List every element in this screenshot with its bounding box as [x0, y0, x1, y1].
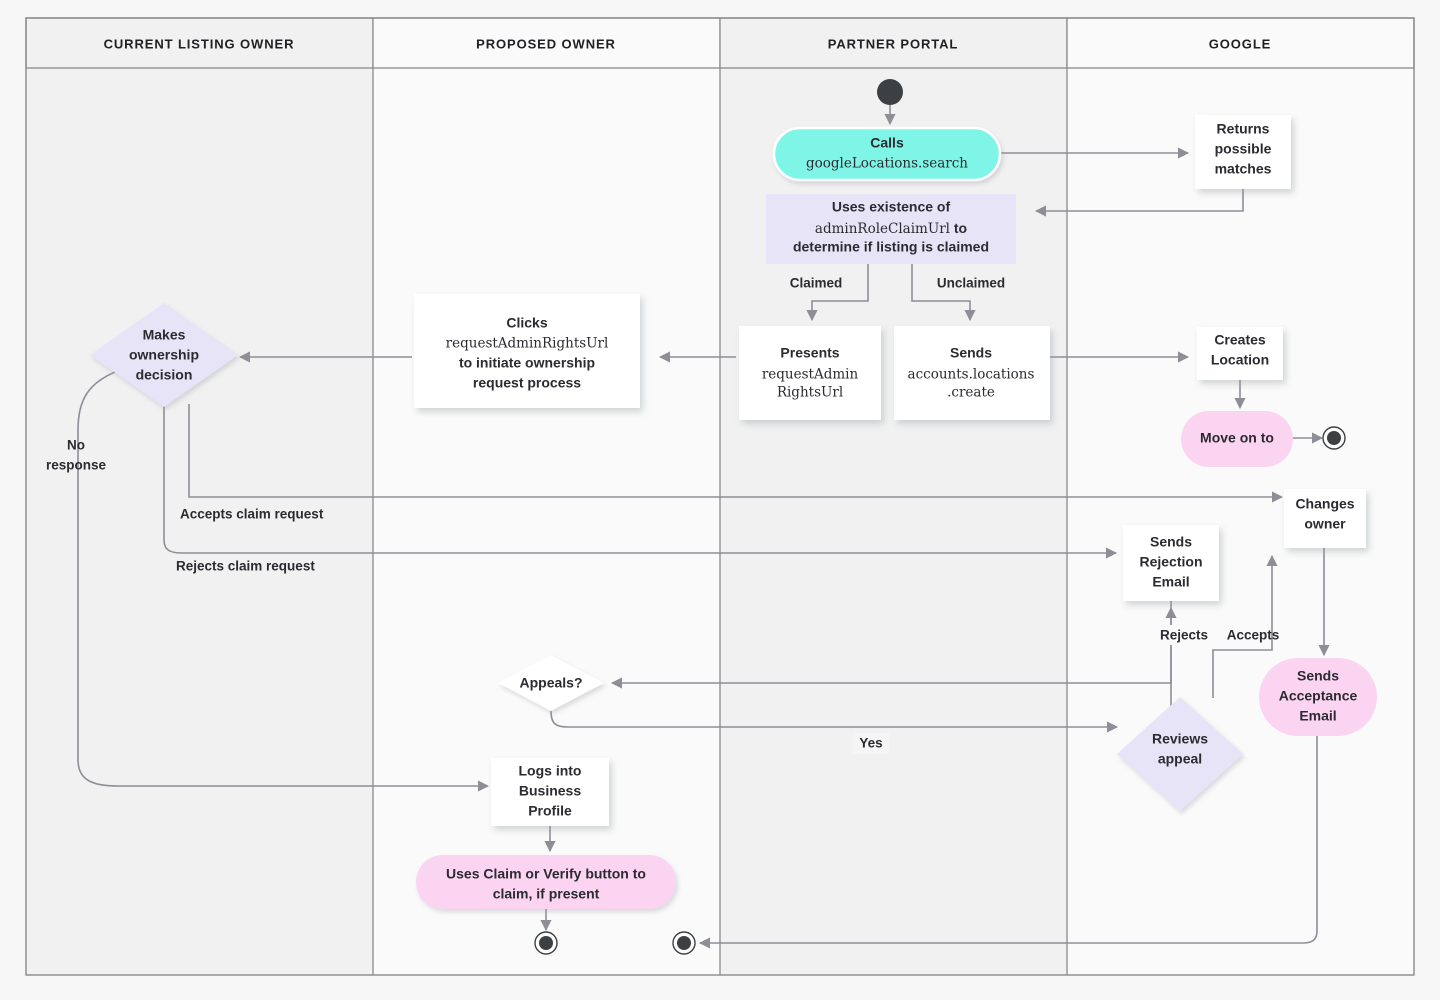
node-appeals[interactable]: Appeals? [498, 655, 604, 711]
node-sends-acceptance-line3: Email [1299, 708, 1336, 724]
node-logs-into-line3: Profile [528, 803, 572, 819]
edge-no-response-to-logs-into-business-profile [77, 369, 490, 792]
node-makes-decision-line3: decision [136, 367, 193, 383]
node-uses-existence-of-admin-role-claim-url[interactable]: Uses existence of adminRoleClaimUrl to d… [766, 194, 1016, 264]
edge-appeals-yes-to-reviews-appeal [550, 710, 1119, 733]
edge-returns-to-uses-existence [1034, 188, 1244, 217]
node-changes-owner[interactable]: Changes owner [1284, 489, 1366, 548]
node-move-on-to[interactable]: Move on to [1181, 411, 1293, 467]
node-clicks-line4: request process [473, 375, 581, 391]
node-calls-line2: googleLocations.search [806, 156, 968, 172]
node-reviews-appeal-line2: appeal [1158, 751, 1202, 767]
lane-label-proposed-owner: PROPOSED OWNER [476, 36, 616, 51]
node-logs-into-business-profile[interactable]: Logs into Business Profile [491, 758, 609, 826]
node-sends-rejection-line2: Rejection [1139, 554, 1202, 570]
lane-label-current-listing-owner: CURRENT LISTING OWNER [104, 36, 295, 51]
node-logs-into-line1: Logs into [519, 763, 582, 779]
edge-label-rejects-claim-request: Rejects claim request [176, 559, 315, 574]
edge-accepts-claim-request-to-changes-owner [188, 404, 1284, 503]
node-uses-claim-or-verify-button[interactable]: Uses Claim or Verify button to claim, if… [416, 855, 676, 909]
node-logs-into-line2: Business [519, 783, 581, 799]
node-creates-location-line1: Creates [1214, 332, 1266, 348]
edge-label-no-response-line2: response [46, 458, 107, 473]
node-makes-decision-line1: Makes [143, 327, 186, 343]
node-reviews-appeal[interactable]: Reviews appeal [1117, 697, 1243, 811]
edge-reviews-appeal-accepts [1212, 554, 1278, 698]
node-calls-line1: Calls [870, 135, 904, 151]
node-end-accepted-flow[interactable] [672, 931, 696, 955]
lane-label-partner-portal: PARTNER PORTAL [828, 36, 959, 51]
node-calls-google-locations-search[interactable]: Calls googleLocations.search [772, 126, 1002, 182]
node-sends-create-line3: .create [947, 385, 995, 401]
lane-headers: CURRENT LISTING OWNER PROPOSED OWNER PAR… [25, 17, 1415, 69]
node-appeals-label: Appeals? [519, 675, 582, 691]
edge-label-unclaimed: Unclaimed [937, 276, 1005, 291]
node-end-google-move-on[interactable] [1322, 426, 1346, 450]
edge-uses-existence-to-presents [806, 264, 869, 322]
node-sends-rejection-email[interactable]: Sends Rejection Email [1123, 525, 1219, 601]
node-uses-existence-line3: determine if listing is claimed [793, 239, 989, 255]
edge-labels: Claimed Unclaimed No response Accepts cl… [46, 273, 1279, 754]
node-returns-line2: possible [1215, 141, 1272, 157]
node-sends-acceptance-email[interactable]: Sends Acceptance Email [1259, 658, 1377, 736]
edge-label-accepts-claim-request: Accepts claim request [180, 507, 324, 522]
edge-label-rejects: Rejects [1160, 628, 1208, 643]
edge-label-no-response-line1: No [67, 438, 85, 453]
node-uses-claim-line1: Uses Claim or Verify button to [446, 866, 646, 882]
node-presents-line2: requestAdmin [762, 367, 859, 383]
edge-label-accepts: Accepts [1227, 628, 1280, 643]
node-returns-line1: Returns [1217, 121, 1270, 137]
connectors [77, 105, 1330, 949]
node-presents-line3: RightsUrl [777, 385, 843, 401]
node-sends-acceptance-line1: Sends [1297, 668, 1339, 684]
node-sends-create-line1: Sends [950, 345, 992, 361]
node-sends-acceptance-line2: Acceptance [1279, 688, 1358, 704]
node-creates-location-line2: Location [1211, 352, 1269, 368]
node-start-circle[interactable] [877, 79, 903, 105]
node-uses-existence-line2: adminRoleClaimUrl to [815, 220, 967, 237]
node-changes-owner-line1: Changes [1295, 496, 1354, 512]
node-clicks-line3: to initiate ownership [459, 355, 595, 371]
node-creates-location[interactable]: Creates Location [1197, 327, 1283, 380]
node-makes-ownership-decision[interactable]: Makes ownership decision [90, 303, 238, 407]
node-returns-possible-matches[interactable]: Returns possible matches [1195, 115, 1291, 189]
node-changes-owner-line2: owner [1304, 516, 1346, 532]
node-presents-request-admin-rights-url[interactable]: Presents requestAdmin RightsUrl [739, 326, 881, 420]
lane-label-google: GOOGLE [1209, 36, 1271, 51]
node-clicks-request-admin-rights-url[interactable]: Clicks requestAdminRightsUrl to initiate… [414, 294, 640, 408]
swimlane-frame [25, 17, 1415, 976]
node-clicks-line2: requestAdminRightsUrl [446, 336, 609, 352]
node-move-on-to-label: Move on to [1200, 430, 1274, 446]
edge-label-yes: Yes [859, 736, 882, 751]
edge-label-claimed: Claimed [790, 276, 843, 291]
node-makes-decision-line2: ownership [129, 347, 199, 363]
edge-uses-existence-to-sends-create [911, 264, 976, 322]
edge-sends-acceptance-email-to-end [698, 736, 1318, 949]
edge-rejects-claim-request-to-sends-rejection-email [163, 404, 1118, 559]
node-end-claim-flow[interactable] [534, 931, 558, 955]
node-clicks-line1: Clicks [506, 315, 547, 331]
node-presents-line1: Presents [780, 345, 839, 361]
node-sends-rejection-line3: Email [1152, 574, 1189, 590]
node-sends-rejection-line1: Sends [1150, 534, 1192, 550]
lane-dividers [372, 68, 1068, 975]
node-returns-line3: matches [1215, 161, 1272, 177]
node-reviews-appeal-line1: Reviews [1152, 731, 1208, 747]
lane-header-current-listing-owner [25, 17, 374, 69]
node-sends-create-line2: accounts.locations [908, 367, 1035, 383]
node-sends-accounts-locations-create[interactable]: Sends accounts.locations .create [894, 326, 1050, 420]
node-uses-existence-line1: Uses existence of [832, 199, 951, 215]
node-uses-claim-line2: claim, if present [493, 886, 600, 902]
